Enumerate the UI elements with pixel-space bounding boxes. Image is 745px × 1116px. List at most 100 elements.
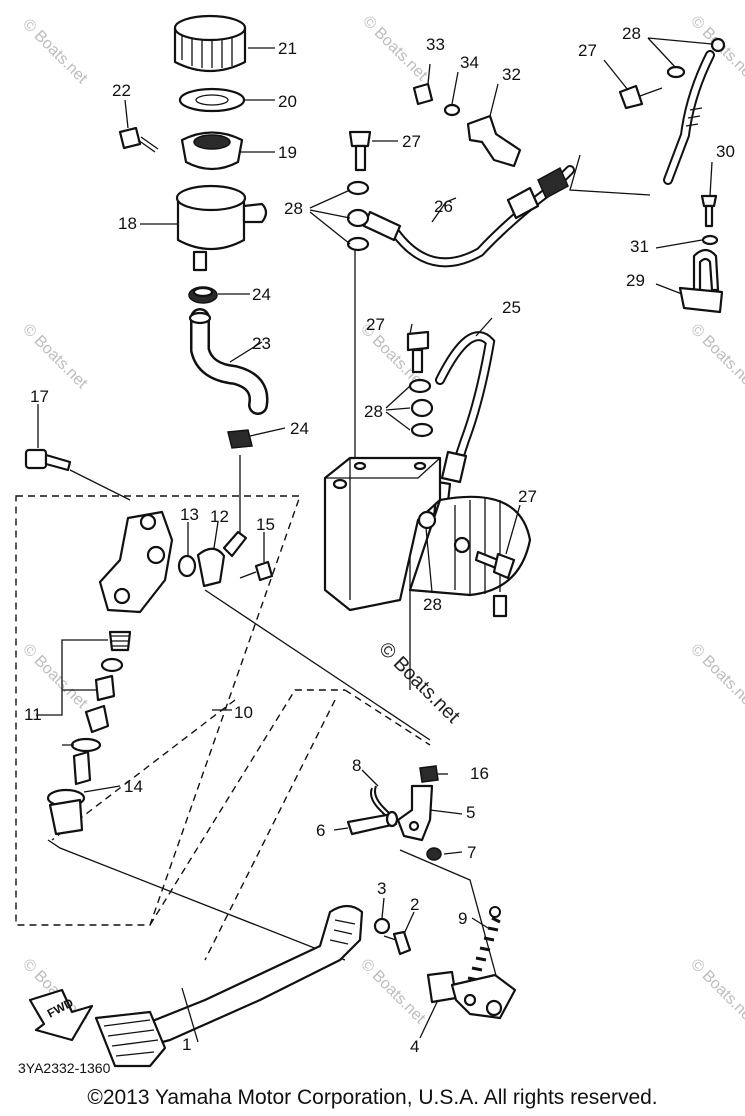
reservoir-plate[interactable]: [178, 87, 246, 113]
copper-washers-upper[interactable]: [346, 180, 370, 252]
part-label: 28: [364, 402, 383, 421]
master-cylinder-body[interactable]: [98, 510, 174, 614]
clevis-pin[interactable]: [346, 810, 399, 836]
part-label: 31: [630, 237, 649, 256]
part-label: 14: [124, 777, 143, 796]
guide-line: [69, 469, 131, 501]
bracket-bolt[interactable]: [700, 194, 718, 228]
brake-hose-lower[interactable]: [432, 331, 496, 522]
part-label: 26: [434, 197, 453, 216]
part-label: 29: [626, 271, 645, 290]
part-label: 27: [366, 315, 385, 334]
watermark: © Boats.net: [19, 16, 91, 88]
copper-washers-middle[interactable]: [408, 378, 434, 438]
part-label: 16: [470, 764, 489, 783]
watermark: © Boats.net: [687, 641, 745, 713]
part-label: 7: [467, 843, 476, 862]
part-label: 10: [234, 703, 253, 722]
holder-bolt[interactable]: [412, 82, 434, 106]
part-label: 13: [180, 505, 199, 524]
part-label: 12: [210, 507, 229, 526]
part-label: 15: [256, 515, 275, 534]
part-label: 32: [502, 65, 521, 84]
bracket-washer[interactable]: [701, 234, 719, 246]
part-label: 4: [410, 1037, 419, 1056]
reservoir-screw[interactable]: [118, 126, 159, 153]
watermark: © Boats.net: [687, 321, 745, 393]
brake-hose-upper[interactable]: [362, 165, 575, 268]
hose-bracket[interactable]: [678, 248, 724, 314]
center-watermark: © Boats.net: [374, 638, 464, 728]
o-ring[interactable]: [177, 554, 197, 578]
reservoir-cap[interactable]: [173, 14, 247, 72]
piston-kit[interactable]: [70, 630, 132, 786]
union-bolt-middle[interactable]: [406, 330, 430, 374]
pedal-washer[interactable]: [373, 917, 391, 935]
part-label: 11: [24, 705, 42, 724]
hose-holder[interactable]: [466, 114, 522, 168]
brake-lever-shaft[interactable]: [426, 970, 517, 1020]
dust-boot[interactable]: [46, 788, 86, 836]
part-label: 34: [460, 53, 479, 72]
watermark: © Boats.net: [687, 956, 745, 1028]
part-label: 6: [316, 821, 325, 840]
brake-rod-clevis[interactable]: [396, 784, 434, 842]
watermark: © Boats.net: [19, 641, 91, 713]
clevis-washer[interactable]: [426, 847, 442, 861]
part-label: 27: [402, 132, 421, 151]
part-label: 27: [518, 487, 537, 506]
return-spring[interactable]: [467, 906, 501, 982]
brake-pedal[interactable]: [94, 904, 364, 1068]
part-label: 18: [118, 214, 137, 233]
reservoir-hose[interactable]: [188, 308, 269, 415]
part-label: 25: [502, 298, 521, 317]
part-label: 24: [252, 285, 271, 304]
union-bolt-rear[interactable]: [618, 65, 686, 110]
part-label: 1: [182, 1035, 191, 1054]
brake-hose-rear[interactable]: [663, 37, 726, 185]
watermark: © Boats.net: [19, 321, 91, 393]
part-label: 28: [423, 595, 442, 614]
guide-line: [569, 154, 651, 196]
adjust-nut[interactable]: [419, 765, 439, 783]
part-label: 8: [352, 756, 361, 775]
part-label: 30: [716, 142, 735, 161]
part-label: 20: [278, 92, 297, 111]
diagram-code: 3YA2332-1360: [18, 1060, 111, 1076]
brake-caliper[interactable]: [323, 456, 532, 618]
part-label: 28: [622, 24, 641, 43]
guide-line: [204, 589, 431, 741]
part-label: 17: [30, 387, 49, 406]
joint-screw[interactable]: [239, 560, 274, 582]
union-bolt-upper[interactable]: [348, 130, 372, 172]
part-label: 19: [278, 143, 297, 162]
watermark: © Boats.net: [359, 13, 431, 85]
part-label: 3: [377, 879, 386, 898]
linkage-guide-line: [344, 689, 431, 746]
watermark: © Boats.net: [357, 956, 429, 1028]
cotter-pin[interactable]: [370, 785, 395, 821]
diaphragm[interactable]: [180, 131, 244, 171]
part-label: 28: [284, 199, 303, 218]
master-cylinder-bolt[interactable]: [24, 448, 72, 472]
part-label: 9: [458, 909, 467, 928]
guide-line-10: [204, 699, 336, 961]
part-label: 22: [112, 81, 131, 100]
part-label: 5: [466, 803, 475, 822]
hose-joint[interactable]: [196, 530, 248, 588]
reservoir-tank[interactable]: [175, 184, 268, 272]
hose-clamp-bottom[interactable]: [227, 429, 253, 449]
part-label: 27: [578, 41, 597, 60]
hose-clamp-top[interactable]: [188, 286, 218, 304]
holder-washer[interactable]: [443, 103, 461, 117]
exploded-view-drawing: © Boats.net © Boats.net © Boats.net © Bo…: [15, 13, 745, 1076]
caliper-bleed-bolt[interactable]: [474, 550, 516, 580]
guide-line: [47, 839, 346, 961]
guide-line-10: [51, 699, 236, 841]
part-label: 21: [278, 39, 297, 58]
part-label: 33: [426, 35, 445, 54]
copyright-notice: ©2013 Yamaha Motor Corporation, U.S.A. A…: [87, 1086, 658, 1109]
part-labels: 1 2 3 4 5 6 7 8 9 10 11 12 13 14 15 16 1…: [24, 24, 735, 1056]
pedal-bolt[interactable]: [383, 930, 412, 956]
